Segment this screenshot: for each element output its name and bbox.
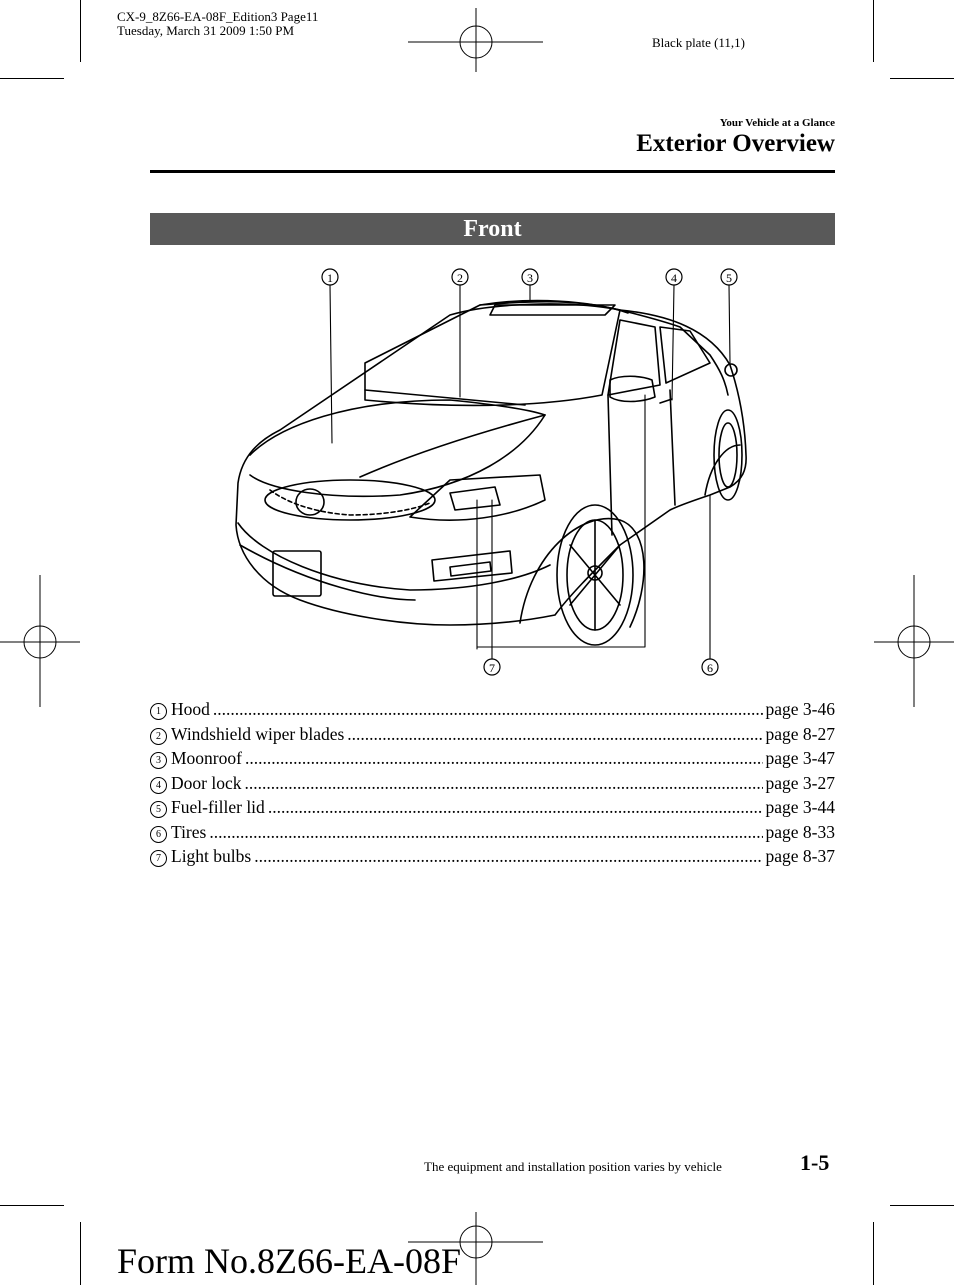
callout-1: 1 <box>321 268 339 286</box>
callout-number: 7 <box>489 661 495 675</box>
windshield-outline <box>364 300 621 407</box>
page-title: Exterior Overview <box>636 130 835 157</box>
side-window-rear <box>659 326 711 384</box>
callout-number: 2 <box>457 271 463 285</box>
callout-5: 5 <box>720 268 738 286</box>
vehicle-front-illustration: 1 2 3 4 5 6 7 <box>235 268 747 676</box>
leader-dots: ........................................… <box>209 821 762 842</box>
item-name: Windshield wiper blades <box>171 723 345 744</box>
leader-dots: ........................................… <box>244 748 763 768</box>
item-name: Moonroof <box>171 748 242 768</box>
print-header-line1: CX-9_8Z66-EA-08F_Edition3 Page11 <box>117 9 319 24</box>
callout-4: 4 <box>665 268 683 286</box>
callout-number: 4 <box>671 271 677 285</box>
callout-2: 2 <box>451 268 469 286</box>
crop-mark <box>80 0 81 62</box>
item-page-ref[interactable]: page 3-46 <box>765 699 836 719</box>
callout-7: 7 <box>483 658 501 676</box>
form-number: Form No.8Z66-EA-08F <box>117 1241 461 1281</box>
list-item-tires: 6 Tires ................................… <box>150 820 835 845</box>
front-banner: Front <box>150 213 835 245</box>
item-number: 3 <box>150 752 167 769</box>
list-item-door-lock: 4 Door lock ............................… <box>150 771 835 796</box>
front-tire <box>556 504 634 646</box>
leader-dots: ........................................… <box>212 699 763 719</box>
rear-tire <box>713 409 743 501</box>
headlight <box>409 474 546 521</box>
roof-line <box>479 299 629 314</box>
black-plate-label: Black plate (11,1) <box>652 35 746 50</box>
list-item-light-bulbs: 7 Light bulbs ..........................… <box>150 844 835 869</box>
list-item-fuel-filler-lid: 5 Fuel-filler lid ......................… <box>150 795 835 820</box>
moonroof-outline <box>489 304 616 316</box>
door-handle <box>659 398 673 404</box>
item-page-ref[interactable]: page 8-27 <box>765 723 836 744</box>
leader-7 <box>476 394 646 660</box>
page-number: 1-5 <box>800 1150 830 1175</box>
fuel-filler-lid <box>724 363 738 377</box>
grille <box>264 479 436 521</box>
item-number: 5 <box>150 801 167 818</box>
item-number: 6 <box>150 825 167 843</box>
wiper-blade <box>364 389 526 406</box>
fog-light <box>431 550 513 582</box>
crop-mark <box>0 78 64 79</box>
print-header-line2: Tuesday, March 31 2009 1:50 PM <box>117 23 295 38</box>
footer-note: The equipment and installation position … <box>424 1159 722 1174</box>
item-page-ref[interactable]: page 8-37 <box>765 846 836 866</box>
leader-dots: ........................................… <box>267 797 763 817</box>
title-rule <box>150 170 835 173</box>
leader-dots: ........................................… <box>254 846 762 866</box>
list-item-moonroof: 3 Moonroof .............................… <box>150 746 835 771</box>
item-page-ref[interactable]: page 3-44 <box>765 797 836 817</box>
item-number: 1 <box>150 703 167 720</box>
callout-number: 6 <box>707 661 713 675</box>
crop-mark <box>80 1222 81 1285</box>
side-mirror <box>609 375 656 403</box>
callout-6: 6 <box>701 658 719 676</box>
registration-mark-bottom <box>408 1212 543 1285</box>
hood-outline <box>249 399 546 498</box>
item-name: Fuel-filler lid <box>171 797 265 817</box>
registration-mark-top <box>408 8 543 72</box>
callout-number: 1 <box>327 271 333 285</box>
crop-mark <box>873 1222 874 1285</box>
section-label: Your Vehicle at a Glance <box>719 117 835 129</box>
item-name: Hood <box>171 699 210 719</box>
parts-index-list: 1 Hood .................................… <box>150 697 835 869</box>
registration-mark-right <box>874 575 954 707</box>
front-bumper <box>237 522 551 591</box>
registration-mark-left <box>0 575 80 707</box>
leader-4 <box>671 284 675 401</box>
item-name: Light bulbs <box>171 846 252 866</box>
license-plate <box>272 550 322 597</box>
item-name: Door lock <box>171 772 242 793</box>
leader-dots: ........................................… <box>347 723 763 744</box>
leader-1 <box>329 284 333 444</box>
list-item-hood: 1 Hood .................................… <box>150 697 835 722</box>
item-number: 7 <box>150 850 167 867</box>
callout-number: 5 <box>726 271 732 285</box>
crop-mark <box>890 1205 954 1206</box>
crop-mark <box>873 0 874 62</box>
item-page-ref[interactable]: page 3-47 <box>765 748 836 768</box>
leader-dots: ........................................… <box>244 772 762 793</box>
callout-number: 3 <box>527 271 533 285</box>
leader-5 <box>728 284 731 364</box>
item-number: 4 <box>150 776 167 794</box>
side-window-front <box>607 319 661 396</box>
callout-3: 3 <box>521 268 539 286</box>
mazda-emblem <box>295 488 325 516</box>
crop-mark <box>890 78 954 79</box>
item-page-ref[interactable]: page 8-33 <box>765 821 836 842</box>
crop-mark <box>0 1205 64 1206</box>
list-item-wiper: 2 Windshield wiper blades ..............… <box>150 722 835 747</box>
item-number: 2 <box>150 727 167 745</box>
item-name: Tires <box>171 821 207 842</box>
item-page-ref[interactable]: page 3-27 <box>765 772 836 793</box>
